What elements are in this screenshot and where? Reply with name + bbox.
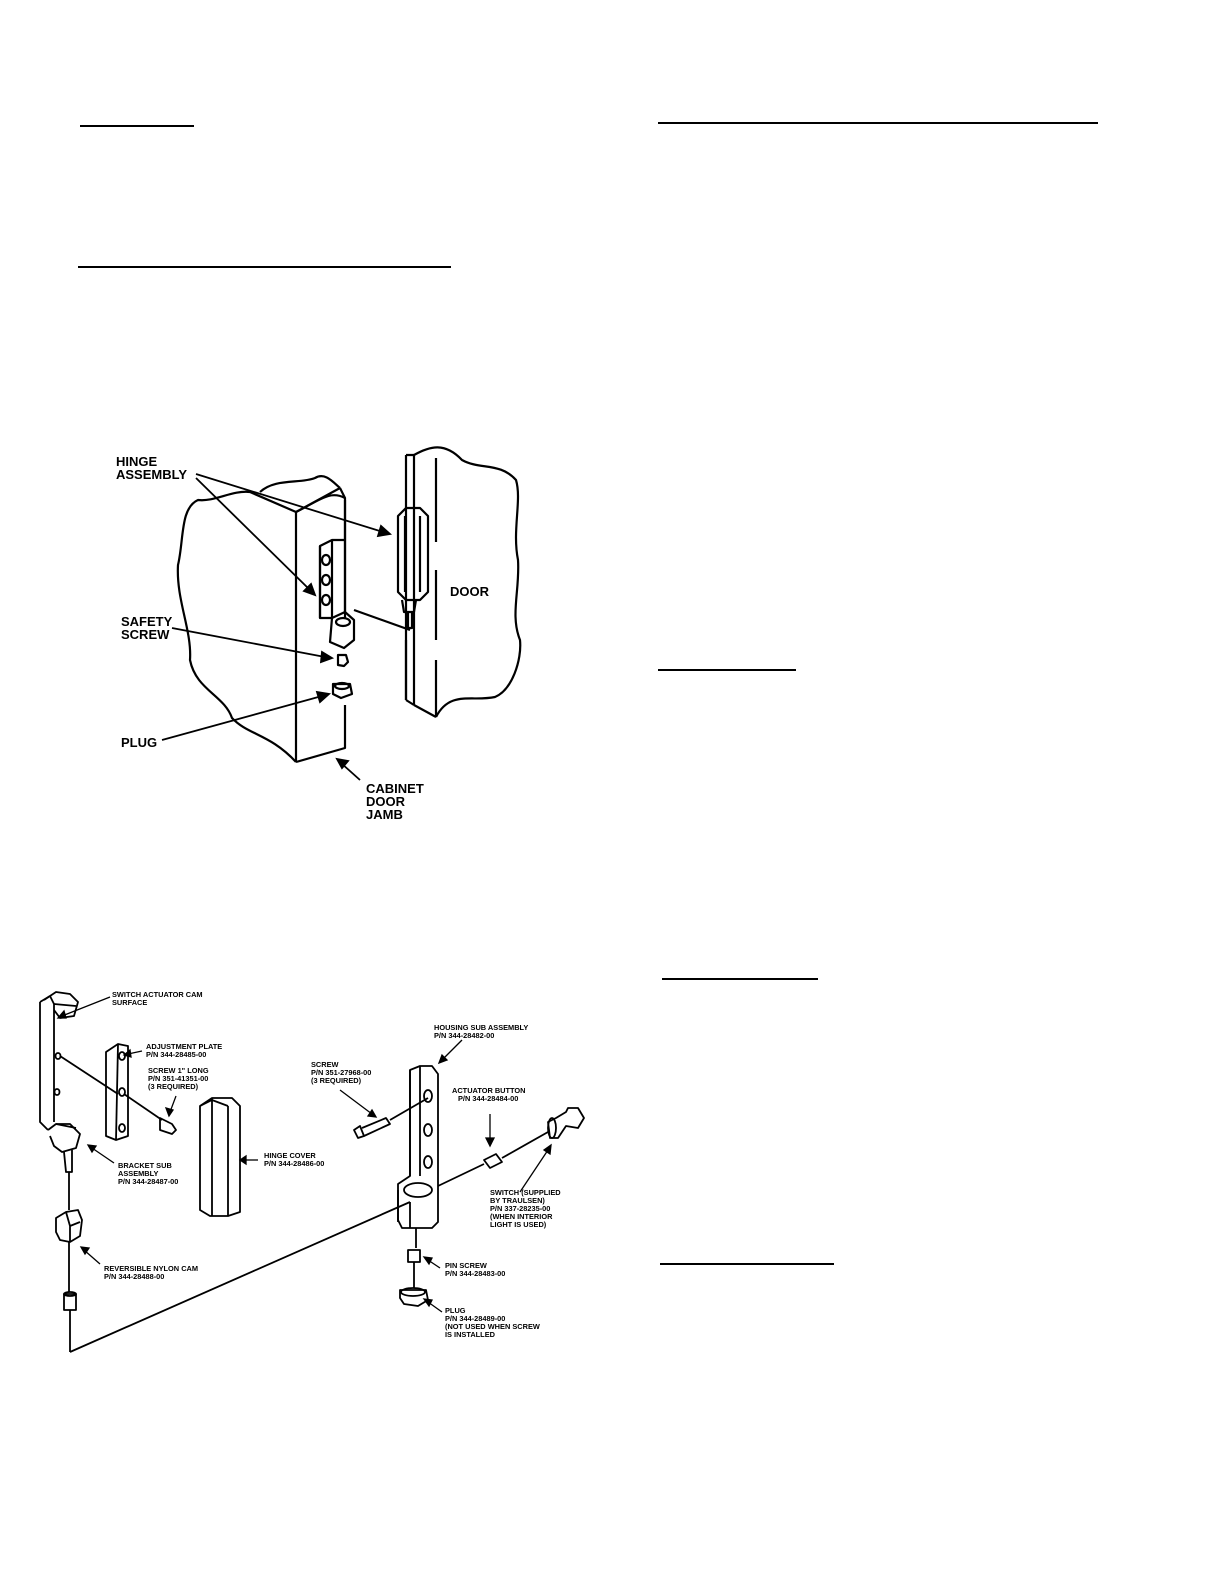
label-screw-2: P/N 351-27968-00 — [311, 1068, 371, 1077]
plug-part — [399, 1289, 429, 1307]
label-pin-screw-1: PIN SCREW — [445, 1261, 487, 1270]
label-screw-1: SCREW — [311, 1060, 339, 1069]
label-switch-1: SWITCH (SUPPLIED — [490, 1188, 561, 1197]
plug — [331, 682, 354, 700]
label-cabinet-2: DOOR — [366, 794, 406, 809]
jamb-edge — [295, 500, 347, 764]
section-rule-left-1 — [80, 125, 194, 127]
switch-part — [547, 1107, 585, 1139]
label-actuator-2: P/N 344-28484-00 — [458, 1094, 518, 1103]
label-screw-long-2: P/N 351-41351-00 — [148, 1074, 208, 1083]
label-bracket-2: ASSEMBLY — [118, 1169, 158, 1178]
jamb-side — [295, 487, 347, 540]
label-housing-1: HOUSING SUB ASSEMBLY — [434, 1023, 528, 1032]
label-plug-1: PLUG — [445, 1306, 466, 1315]
label-hinge-assembly-2: ASSEMBLY — [116, 467, 187, 482]
label-cabinet-1: CABINET — [366, 781, 424, 796]
cabinet-top-edge — [295, 494, 346, 513]
label-switch-actuator-cam-1: SWITCH ACTUATOR CAM — [112, 990, 203, 999]
section-rule-right-3 — [662, 978, 818, 980]
label-bracket-1: BRACKET SUB — [118, 1161, 172, 1170]
hinge-cover — [199, 1097, 241, 1217]
label-pin-screw-2: P/N 344-28483-00 — [445, 1269, 505, 1278]
label-safety-screw-2: SCREW — [121, 627, 170, 642]
label-hinge-cover-1: HINGE COVER — [264, 1151, 316, 1160]
label-plug-3: (NOT USED WHEN SCREW — [445, 1322, 540, 1331]
safety-screw — [336, 653, 350, 668]
label-screw-long-3: (3 REQUIRED) — [148, 1082, 199, 1091]
small-bushing — [63, 1293, 77, 1311]
label-switch-4: (WHEN INTERIOR — [490, 1212, 553, 1221]
label-switch-5: LIGHT IS USED) — [490, 1220, 547, 1229]
label-actuator-1: ACTUATOR BUTTON — [452, 1086, 526, 1095]
label-screw-long-1: SCREW 1" LONG — [148, 1066, 209, 1075]
label-bracket-3: P/N 344-28487-00 — [118, 1177, 178, 1186]
section-rule-left-2 — [78, 266, 451, 268]
section-rule-right-4 — [660, 1263, 834, 1265]
label-switch-3: P/N 337-28235-00 — [490, 1204, 550, 1213]
label-cabinet-3: JAMB — [366, 807, 403, 822]
label-switch-2: BY TRAULSEN) — [490, 1196, 545, 1205]
label-hinge-cover-2: P/N 344-28486-00 — [264, 1159, 324, 1168]
label-door: DOOR — [450, 584, 490, 599]
label-housing-2: P/N 344-28482-00 — [434, 1031, 494, 1040]
screw-1in — [159, 1117, 177, 1135]
label-screw-3: (3 REQUIRED) — [311, 1076, 362, 1085]
reversible-nylon-cam — [55, 1209, 83, 1243]
housing-sub-assembly — [397, 1065, 439, 1229]
label-plug-4: IS INSTALLED — [445, 1330, 496, 1339]
cabinet-outline — [176, 490, 297, 763]
label-plug: PLUG — [121, 735, 157, 750]
label-plug-2: P/N 344-28489-00 — [445, 1314, 505, 1323]
label-adjustment-plate-1: ADJUSTMENT PLATE — [146, 1042, 222, 1051]
hinge-bracket — [318, 538, 347, 620]
screw-part — [353, 1125, 365, 1139]
section-rule-right-2 — [658, 669, 796, 671]
door-hinge — [396, 506, 430, 602]
actuator-button — [483, 1153, 503, 1169]
adjustment-plate — [105, 1043, 129, 1141]
label-nylon-cam-1: REVERSIBLE NYLON CAM — [104, 1264, 198, 1273]
pin-screw — [407, 1249, 421, 1263]
label-nylon-cam-2: P/N 344-28488-00 — [104, 1272, 164, 1281]
label-hinge-assembly-1: HINGE — [116, 454, 158, 469]
label-safety-screw-1: SAFETY — [121, 614, 173, 629]
section-rule-right-1 — [658, 122, 1098, 124]
label-switch-actuator-cam-2: SURFACE — [112, 998, 147, 1007]
bracket-sub-assembly — [39, 995, 55, 1131]
label-adjustment-plate-2: P/N 344-28485-00 — [146, 1050, 206, 1059]
